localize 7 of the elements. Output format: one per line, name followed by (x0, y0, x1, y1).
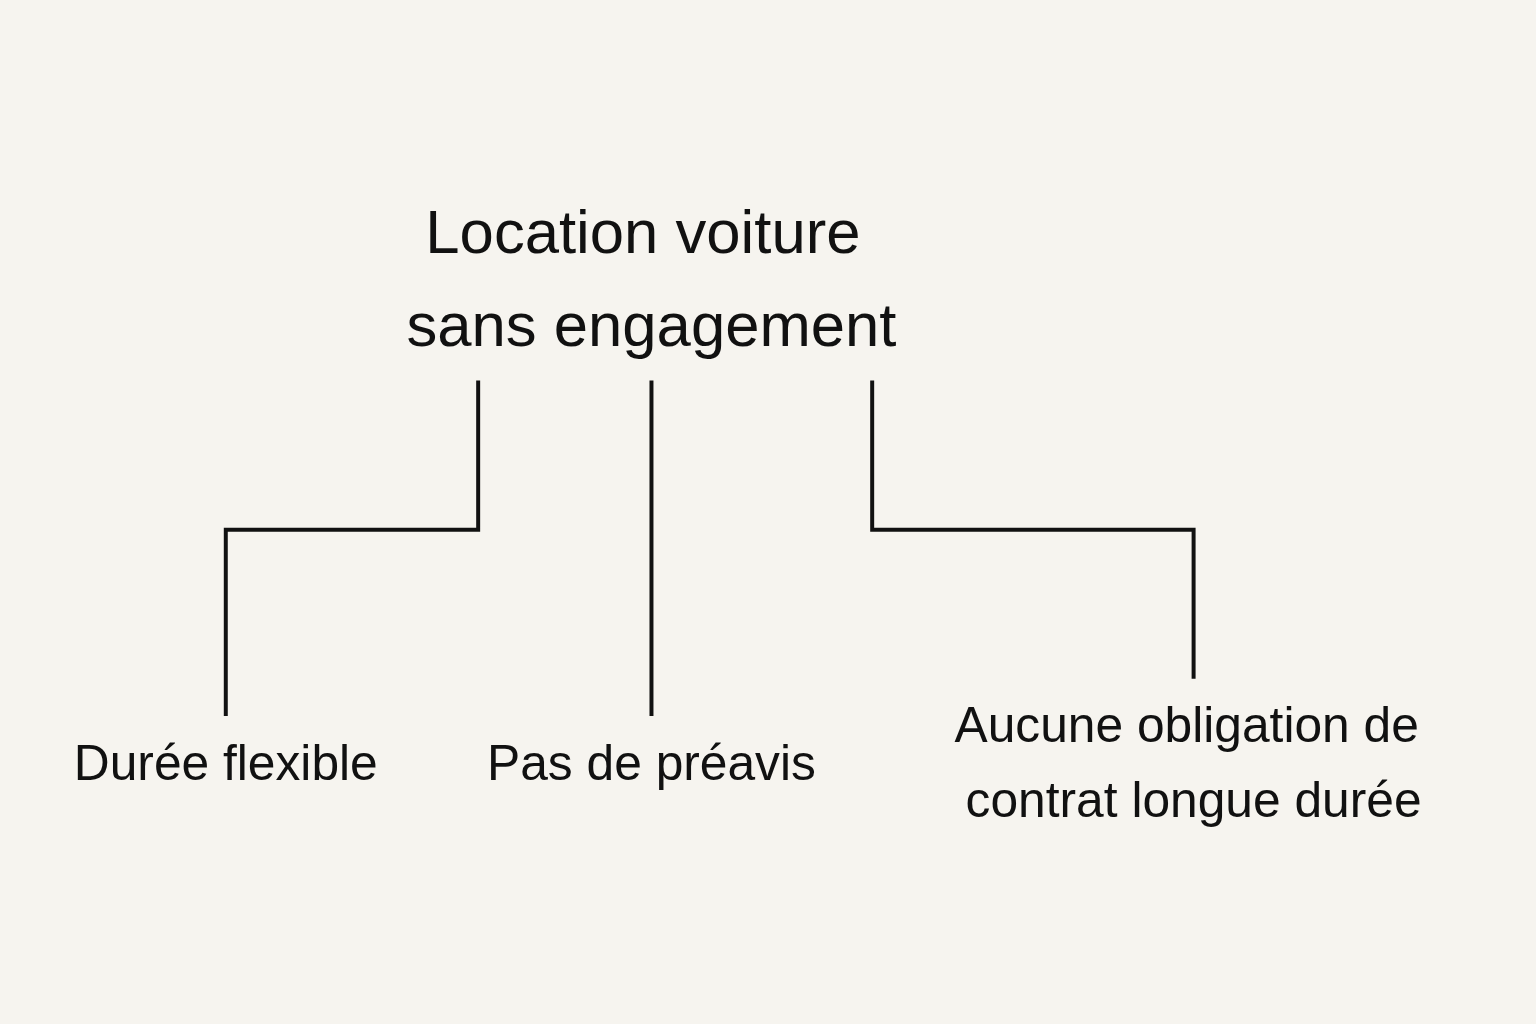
connector (223, 380, 481, 719)
node-text: Durée flexible (73, 735, 378, 791)
connector (870, 380, 1196, 681)
node-text: Aucune obligation de contrat longue durée (954, 697, 1422, 829)
node-text: Pas de préavis (487, 735, 816, 791)
connector (649, 380, 654, 719)
node-text: Location voiture sans engagement (406, 197, 897, 359)
